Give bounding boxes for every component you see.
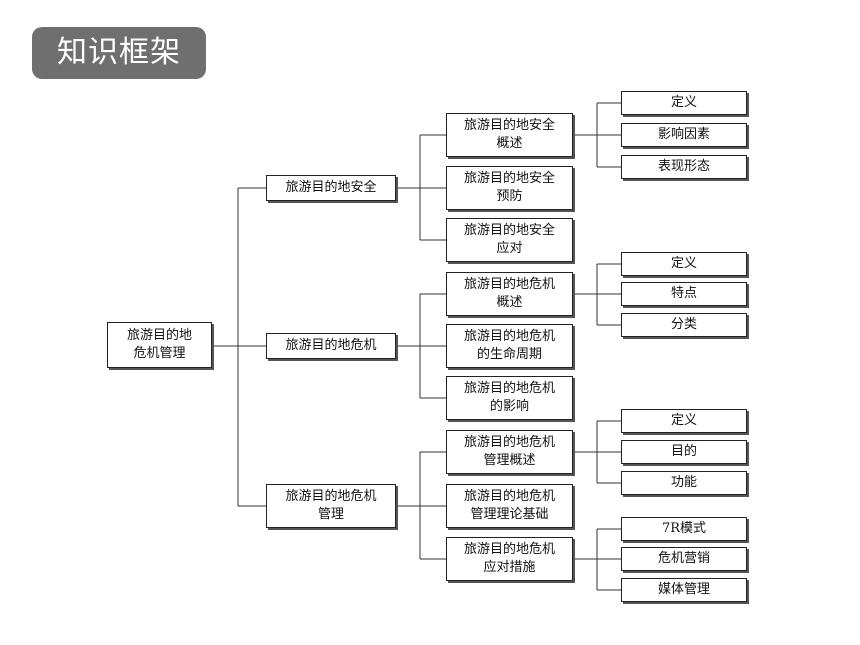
leaf-safety-factors: 影响因素 <box>621 123 747 147</box>
page-title: 知识框架 <box>32 27 206 79</box>
leaf-measures-crisis-marketing: 危机营销 <box>621 547 747 571</box>
branch-node-crisis-management: 旅游目的地危机 管理 <box>266 484 396 528</box>
leaf-measures-media-management: 媒体管理 <box>621 578 747 602</box>
subnode-safety-prevention: 旅游目的地安全 预防 <box>446 166 573 210</box>
connector-leaves-4 <box>573 528 621 591</box>
branch-node-safety: 旅游目的地安全 <box>266 175 396 201</box>
subnode-crisis-lifecycle: 旅游目的地危机 的生命周期 <box>446 324 573 368</box>
connector-branch-1 <box>396 134 446 241</box>
leaf-measures-7r-model: 7R模式 <box>621 517 747 541</box>
subnode-management-measures: 旅游目的地危机 应对措施 <box>446 537 573 581</box>
root-node: 旅游目的地 危机管理 <box>107 322 212 368</box>
connector-root <box>212 187 266 507</box>
connector-leaves-2 <box>573 263 621 326</box>
subnode-management-theory: 旅游目的地危机 管理理论基础 <box>446 484 573 528</box>
connector-branch-2 <box>396 293 446 399</box>
leaf-safety-definition: 定义 <box>621 91 747 115</box>
leaf-crisis-features: 特点 <box>621 282 747 306</box>
subnode-safety-response: 旅游目的地安全 应对 <box>446 218 573 262</box>
connector-leaves-3 <box>573 420 621 484</box>
leaf-management-definition: 定义 <box>621 409 747 433</box>
subnode-crisis-impact: 旅游目的地危机 的影响 <box>446 376 573 420</box>
connector-branch-3 <box>396 451 446 560</box>
leaf-management-function: 功能 <box>621 471 747 495</box>
branch-node-crisis: 旅游目的地危机 <box>266 333 396 359</box>
leaf-crisis-categories: 分类 <box>621 313 747 337</box>
subnode-management-overview: 旅游目的地危机 管理概述 <box>446 430 573 474</box>
subnode-crisis-overview: 旅游目的地危机 概述 <box>446 272 573 316</box>
leaf-crisis-definition: 定义 <box>621 252 747 276</box>
connector-leaves-1 <box>573 102 621 168</box>
leaf-management-purpose: 目的 <box>621 440 747 464</box>
leaf-safety-forms: 表现形态 <box>621 155 747 179</box>
subnode-safety-overview: 旅游目的地安全 概述 <box>446 113 573 157</box>
